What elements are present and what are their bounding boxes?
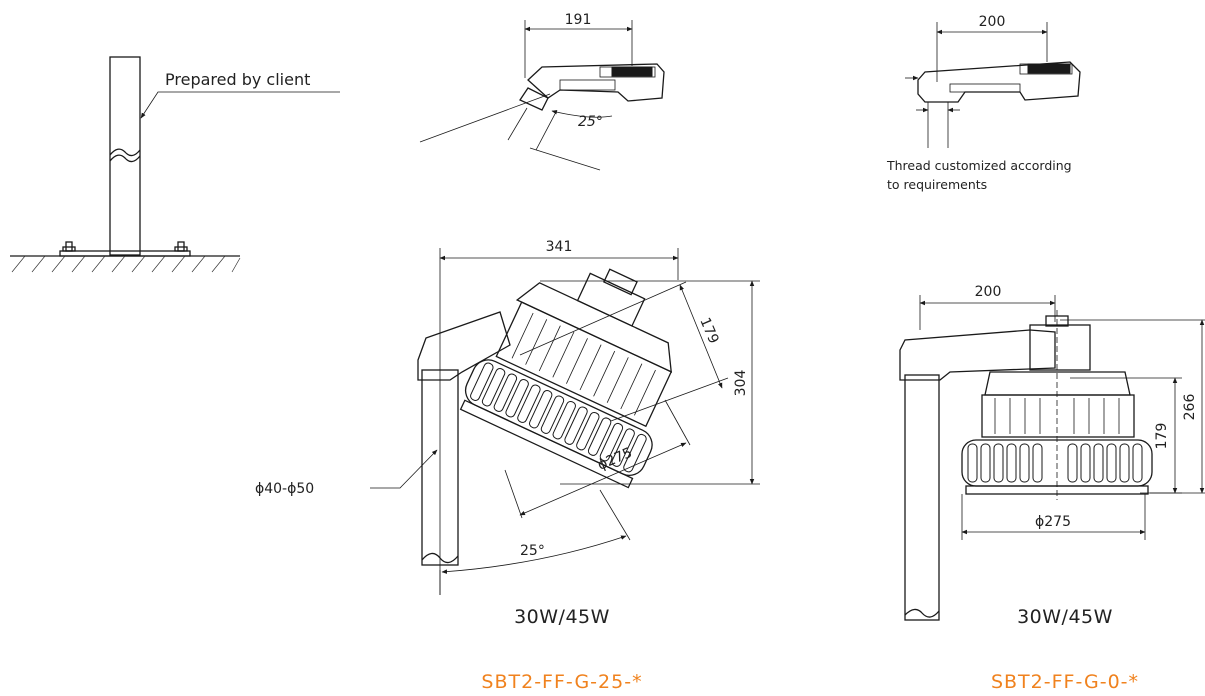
- prepared-by-client-label: Prepared by client: [165, 70, 310, 89]
- straight-model-text: SBT2-FF-G-0-*: [991, 671, 1139, 693]
- dim-341-text: 341: [546, 239, 573, 255]
- dim-179-tilted-line: [679, 284, 723, 389]
- straight-bracket: [899, 329, 1056, 381]
- dim-179-tilted-text: 179: [696, 315, 721, 346]
- tilted-power-text: 30W/45W: [514, 606, 610, 628]
- tilted-bracket: [417, 311, 511, 381]
- top-straight-section: 200 Thread customized according to requi…: [886, 14, 1081, 192]
- tilted-angle-arc: [441, 535, 627, 574]
- tilted-angle-text: 25°: [578, 114, 603, 130]
- dim-275-straight-text: ϕ275: [1035, 514, 1071, 530]
- tilted-model-text: SBT2-FF-G-25-*: [481, 671, 642, 693]
- main-tilted-drawing: 341 304 179: [255, 239, 760, 693]
- pole-diameter-text: ϕ40-ϕ50: [255, 481, 314, 497]
- dim-200-main-text: 200: [975, 284, 1002, 300]
- ground-hatch: [11, 255, 241, 273]
- pole-break-line-2: [109, 154, 141, 163]
- dim-200-top-text: 200: [979, 14, 1006, 30]
- straight-dark-block: [1027, 63, 1071, 74]
- tilted-axis-line: [419, 93, 551, 143]
- straight-driver-body: [981, 394, 1135, 438]
- tilted-dark-block: [611, 66, 653, 77]
- pole-base-drawing: Prepared by client: [10, 56, 340, 273]
- tilted-housing-outline: [527, 63, 665, 102]
- straight-power-text: 30W/45W: [1017, 606, 1113, 628]
- straight-pole: [904, 374, 940, 621]
- base-nut-left: [62, 246, 76, 252]
- main-straight-drawing: 200 266 179: [899, 284, 1205, 693]
- tilted-driver-body: [495, 301, 673, 428]
- dim-191-text: 191: [565, 12, 592, 28]
- pole-break-line: [109, 148, 141, 157]
- top-tilted-section: 191 25°: [419, 12, 665, 171]
- base-nut-right: [174, 246, 188, 252]
- dim-304-text: 304: [733, 370, 749, 397]
- tilted-pole: [421, 369, 459, 566]
- dim-275-tilted-line: [519, 442, 687, 516]
- thread-note-line-1: Thread customized according: [886, 158, 1072, 173]
- thread-note-line-2: to requirements: [887, 177, 987, 192]
- dim-266-text: 266: [1182, 394, 1198, 421]
- tilted-main-angle-text: 25°: [520, 543, 545, 559]
- prepared-leader: [140, 91, 340, 119]
- dim-179-straight-text: 179: [1154, 423, 1170, 450]
